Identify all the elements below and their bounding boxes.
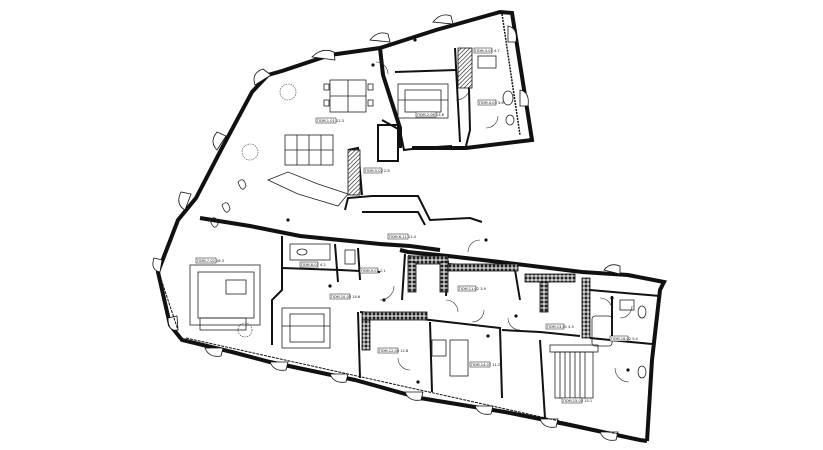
room-tag-corridor-small: ПОМ.5.02 2.8 — [363, 167, 390, 174]
room-tag-bedroom-1: ПОМ.2.06 13.8 — [415, 111, 445, 118]
room-tag-wardrobe-2: ПОМ.11.02 3.9 — [457, 285, 487, 292]
svg-text:ПОМ.12.04 12.8: ПОМ.12.04 12.8 — [379, 349, 409, 353]
room-tag-bath-1: ПОМ.3.01 4.7 — [473, 47, 500, 54]
svg-text:ПОМ.7.02 26.3: ПОМ.7.02 26.3 — [197, 259, 224, 263]
svg-text:ПОМ.13.01 4.5: ПОМ.13.01 4.5 — [547, 325, 574, 329]
svg-text:ПОМ.6.11 11.4: ПОМ.6.11 11.4 — [389, 235, 417, 239]
room-tag-kitchen-dining: ПОМ.1.01 12.3 — [315, 117, 344, 124]
room-tag-corridor-2: ПОМ.13.01 4.5 — [545, 323, 574, 330]
facade-stripes — [159, 13, 663, 441]
svg-text:ПОМ.14.07 11.2: ПОМ.14.07 11.2 — [471, 363, 500, 367]
room-tag-bedroom-3: ПОМ.12.04 12.8 — [377, 347, 409, 354]
svg-text:ПОМ.10.05 14.6: ПОМ.10.05 14.6 — [331, 295, 361, 299]
svg-text:ПОМ.4.03 3.6: ПОМ.4.03 3.6 — [479, 101, 504, 105]
room-tag-hall: ПОМ.6.11 11.4 — [387, 233, 417, 240]
room-tag-wc: ПОМ.9.01 2.1 — [359, 267, 386, 274]
svg-text:ПОМ.8.01 4.2: ПОМ.8.01 4.2 — [301, 263, 326, 267]
svg-text:ПОМ.9.01 2.1: ПОМ.9.01 2.1 — [361, 269, 386, 273]
room-tags: ПОМ.1.01 12.3 ПОМ.2.06 13.8 ПОМ.3.01 4.7… — [195, 47, 639, 404]
room-tag-bedroom-4: ПОМ.15.03 15.1 — [561, 397, 592, 404]
fixture-points — [286, 38, 630, 384]
svg-text:ПОМ.16.02 5.0: ПОМ.16.02 5.0 — [611, 337, 639, 341]
interior-walls — [271, 47, 661, 419]
doors — [375, 61, 633, 383]
svg-text:ПОМ.15.03 15.1: ПОМ.15.03 15.1 — [563, 399, 592, 403]
room-tag-bath-3: ПОМ.16.02 5.0 — [609, 335, 639, 342]
svg-text:ПОМ.11.02 3.9: ПОМ.11.02 3.9 — [459, 287, 487, 291]
svg-text:ПОМ.3.01 4.7: ПОМ.3.01 4.7 — [475, 49, 500, 53]
svg-text:ПОМ.2.06 13.8: ПОМ.2.06 13.8 — [417, 113, 445, 117]
room-tag-living: ПОМ.7.02 26.3 — [195, 257, 224, 264]
furniture — [189, 55, 647, 399]
svg-text:ПОМ.1.01 12.3: ПОМ.1.01 12.3 — [317, 119, 344, 123]
exterior-walls — [155, 9, 667, 443]
room-tag-bath-2: ПОМ.8.01 4.2 — [299, 261, 326, 268]
room-tag-study: ПОМ.14.07 11.2 — [469, 361, 500, 368]
windows — [152, 14, 621, 441]
room-tag-wardrobe-1: ПОМ.4.03 3.6 — [477, 99, 504, 106]
room-tag-bedroom-2: ПОМ.10.05 14.6 — [329, 293, 361, 300]
svg-text:ПОМ.5.02 2.8: ПОМ.5.02 2.8 — [365, 169, 390, 173]
